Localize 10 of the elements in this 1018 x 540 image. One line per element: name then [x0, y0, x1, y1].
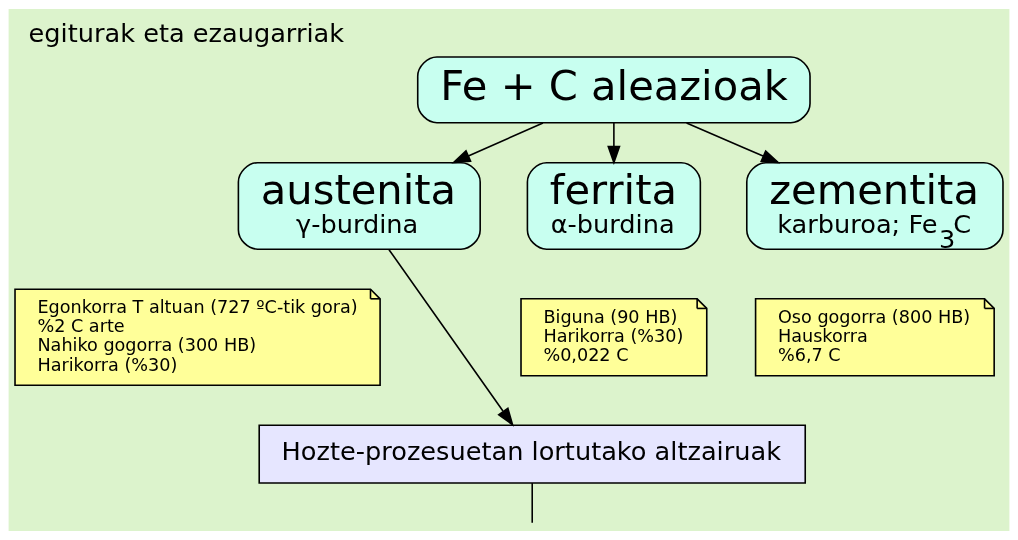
arrow	[685, 122, 781, 164]
node-box: Hozte-prozesuetan lortutako altzairuak	[258, 424, 807, 484]
arrow	[388, 248, 514, 427]
node-box: austenita γ-burdina	[237, 161, 481, 250]
node-box: Fe + C aleazioak	[416, 56, 811, 124]
connector	[531, 482, 533, 524]
arrow	[607, 122, 621, 165]
node-box: ferrita α-burdina	[526, 161, 702, 250]
diagram-title: egiturak eta ezaugarriak	[28, 18, 345, 49]
arrow	[451, 122, 544, 164]
